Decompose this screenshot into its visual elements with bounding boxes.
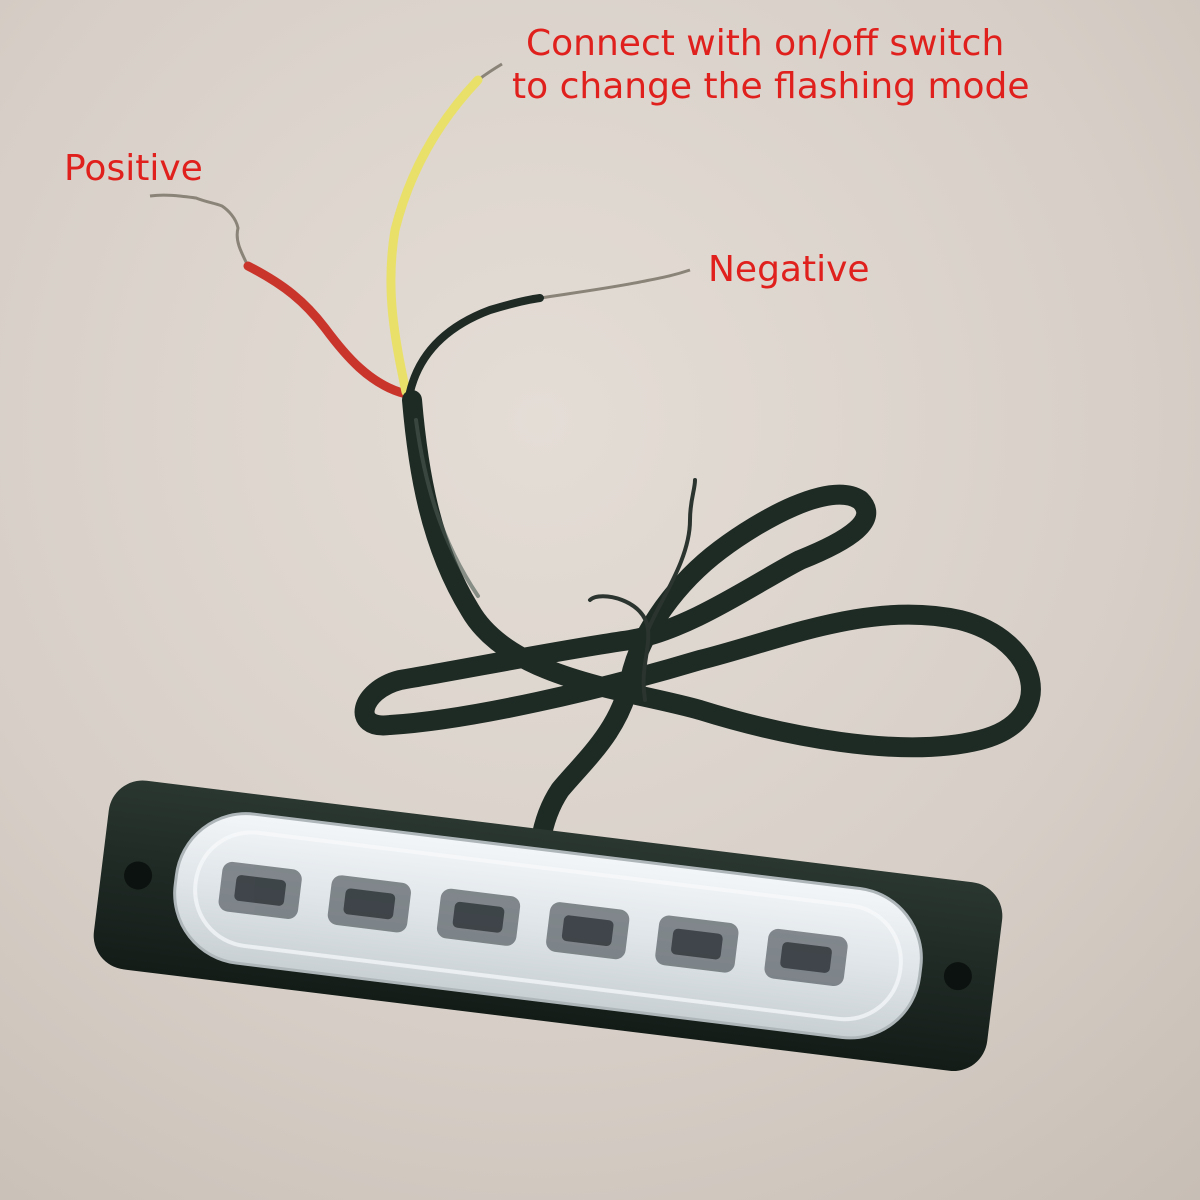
led-housing xyxy=(93,780,1003,1072)
main-cable xyxy=(354,390,1041,910)
positive-annotation: Positive xyxy=(64,148,203,189)
mounting-hole-left xyxy=(124,861,153,890)
switch-annotation-line-1: Connect with on/off switch xyxy=(526,23,1005,64)
switch-annotation: Connect with on/off switch to change the… xyxy=(0,22,1200,108)
negative-wire xyxy=(406,294,544,396)
negative-wire-tip xyxy=(539,268,691,300)
switch-annotation-line-2: to change the flashing mode xyxy=(512,66,1030,108)
negative-annotation: Negative xyxy=(708,249,870,290)
positive-wire-tip xyxy=(149,193,250,267)
mounting-hole-right xyxy=(943,962,972,991)
cable-highlight xyxy=(414,418,480,598)
twist-tie xyxy=(588,478,697,702)
positive-wire xyxy=(243,261,411,399)
switch-wire xyxy=(386,75,483,397)
